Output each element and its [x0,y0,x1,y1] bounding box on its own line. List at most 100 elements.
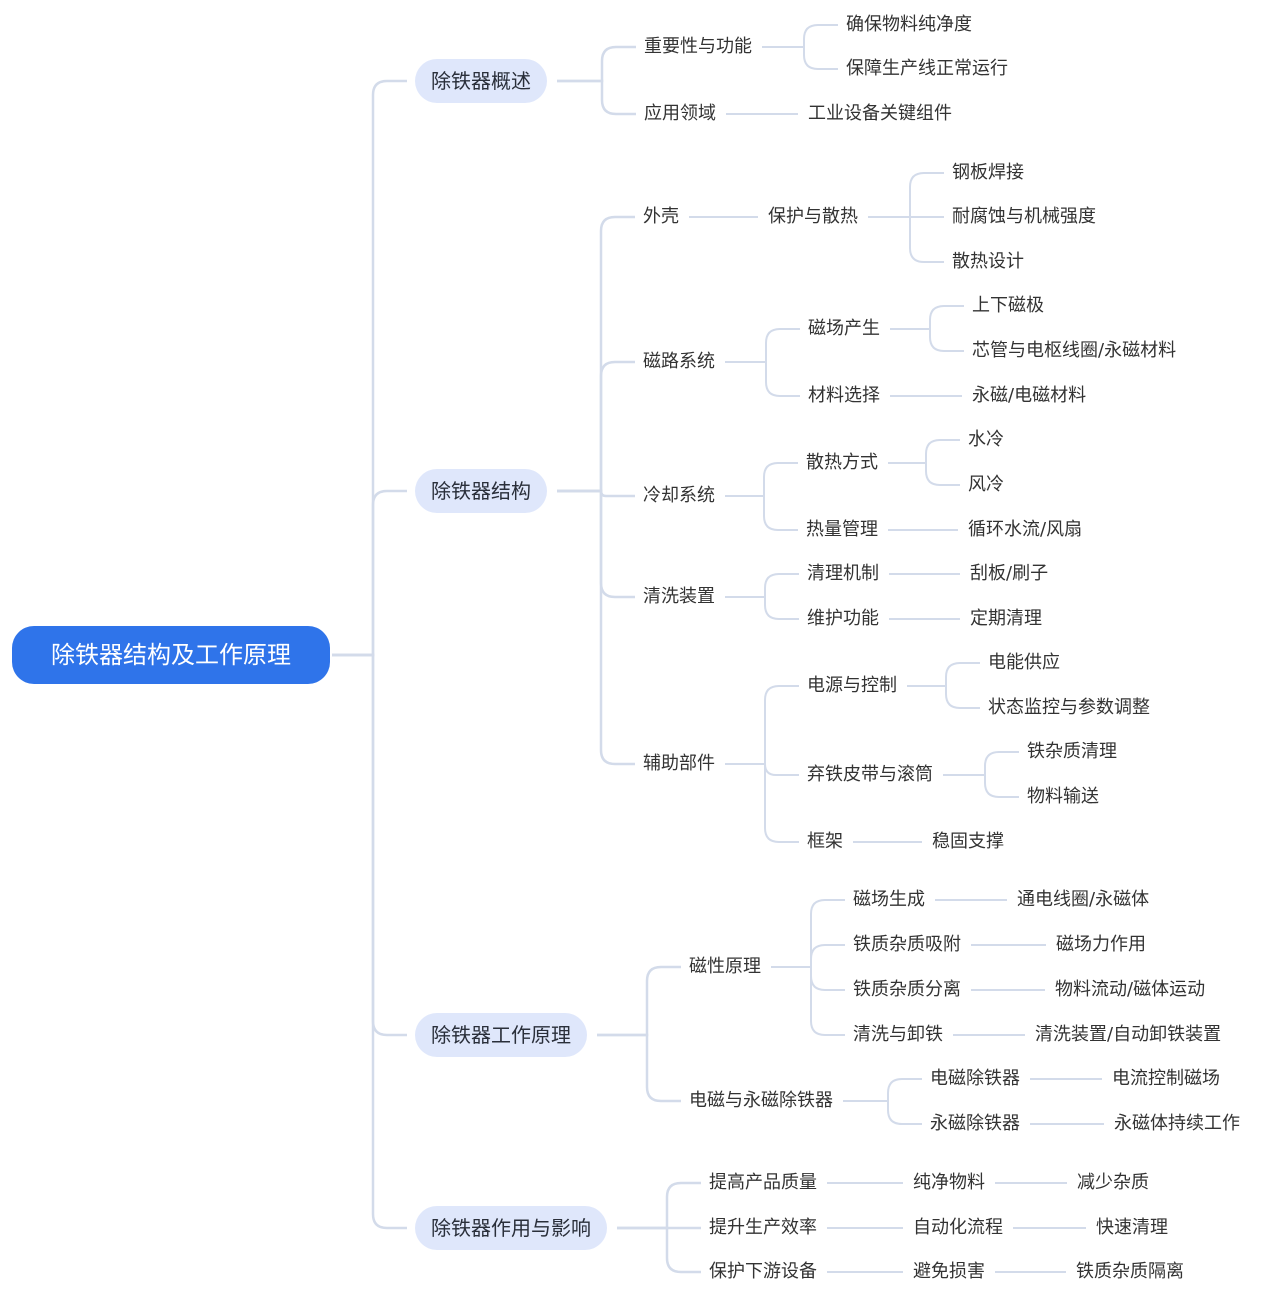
topic-node[interactable]: 清洗装置 [643,586,715,607]
topic-node[interactable]: 避免损害 [913,1261,985,1282]
topic-node[interactable]: 风冷 [968,474,1004,495]
topic-node[interactable]: 物料输送 [1027,786,1099,807]
main-branch-node[interactable]: 除铁器概述 [415,59,547,103]
topic-node[interactable]: 永磁除铁器 [930,1113,1020,1134]
connector [557,360,635,493]
topic-node[interactable]: 电流控制磁场 [1112,1068,1220,1089]
topic-node[interactable]: 重要性与功能 [644,36,752,57]
topic-node[interactable]: 减少杂质 [1077,1172,1149,1193]
connector [597,1033,681,1103]
connector [868,216,944,263]
topic-node[interactable]: 磁场力作用 [1056,934,1146,955]
topic-node[interactable]: 提高产品质量 [709,1172,817,1193]
topic-node[interactable]: 框架 [807,831,843,852]
topic-node[interactable]: 电磁除铁器 [930,1068,1020,1089]
connector [557,45,636,83]
topic-node[interactable]: 磁场产生 [808,318,880,339]
topic-node[interactable]: 清理机制 [807,563,879,584]
topic-node[interactable]: 弃铁皮带与滚筒 [807,764,933,785]
connector [771,966,845,1036]
connector [943,774,1019,798]
connector [332,653,407,1230]
connector [890,305,964,330]
connector [725,596,799,620]
topic-node[interactable]: 维护功能 [807,608,879,629]
topic-node[interactable]: 物料流动/磁体运动 [1055,979,1206,1000]
connector [762,46,838,70]
topic-node[interactable]: 铁质杂质分离 [853,979,961,1000]
topic-node[interactable]: 钢板焊接 [952,162,1024,183]
connector [557,79,636,116]
topic-node[interactable]: 电磁与永磁除铁器 [689,1090,833,1111]
topic-node[interactable]: 清洗与卸铁 [853,1024,943,1045]
topic-node[interactable]: 材料选择 [808,385,880,406]
main-branch-node[interactable]: 除铁器结构 [415,469,547,513]
connector [771,944,845,968]
connector [943,751,1019,776]
connector [725,685,799,765]
connector [332,489,407,657]
topic-node[interactable]: 热量管理 [806,519,878,540]
connector [725,573,799,598]
connector [868,172,944,218]
topic-node[interactable]: 铁杂质清理 [1027,741,1117,762]
connector [907,662,980,687]
connector [725,328,800,363]
topic-node[interactable]: 刮板/刷子 [970,563,1049,584]
central-topic[interactable]: 除铁器结构及工作原理 [12,626,330,684]
connector [557,489,635,599]
connector [843,1078,922,1102]
topic-node[interactable]: 清洗装置/自动卸铁装置 [1035,1024,1222,1045]
topic-node[interactable]: 定期清理 [970,608,1042,629]
topic-node[interactable]: 稳固支撑 [932,831,1004,852]
topic-node[interactable]: 磁场生成 [853,889,925,910]
topic-node[interactable]: 耐腐蚀与机械强度 [952,206,1096,227]
topic-node[interactable]: 确保物料纯净度 [846,14,972,35]
connector [762,24,838,48]
connector [890,328,964,352]
connector [617,1226,701,1274]
topic-node[interactable]: 保障生产线正常运行 [846,58,1008,79]
topic-node[interactable]: 外壳 [643,206,679,227]
topic-node[interactable]: 磁性原理 [689,956,761,977]
main-branch-node[interactable]: 除铁器工作原理 [415,1013,587,1057]
topic-node[interactable]: 提升生产效率 [709,1217,817,1238]
connector [771,899,845,968]
topic-node[interactable]: 自动化流程 [913,1217,1003,1238]
connector [907,685,980,709]
topic-node[interactable]: 冷却系统 [643,485,715,506]
topic-node[interactable]: 辅助部件 [643,753,715,774]
topic-node[interactable]: 芯管与电枢线圈/永磁材料 [972,340,1177,361]
topic-node[interactable]: 散热方式 [806,452,878,473]
main-branch-node[interactable]: 除铁器作用与影响 [415,1206,607,1250]
topic-node[interactable]: 应用领域 [644,103,716,124]
connector [725,361,800,397]
topic-node[interactable]: 水冷 [968,429,1004,450]
connector [888,462,960,486]
topic-node[interactable]: 上下磁极 [972,295,1044,316]
connector [617,1181,701,1230]
topic-node[interactable]: 电源与控制 [807,675,897,696]
topic-node[interactable]: 铁质杂质隔离 [1076,1261,1184,1282]
topic-node[interactable]: 工业设备关键组件 [808,103,952,124]
topic-node[interactable]: 循环水流/风扇 [968,519,1083,540]
connector [557,489,635,766]
topic-node[interactable]: 快速清理 [1096,1217,1168,1238]
topic-node[interactable]: 通电线圈/永磁体 [1017,889,1150,910]
topic-node[interactable]: 永磁体持续工作 [1114,1113,1240,1134]
topic-node[interactable]: 保护下游设备 [709,1261,817,1282]
topic-node[interactable]: 铁质杂质吸附 [853,934,961,955]
connector [557,215,635,493]
connector [843,1100,922,1125]
topic-node[interactable]: 保护与散热 [768,206,858,227]
topic-node[interactable]: 永磁/电磁材料 [972,385,1087,406]
connector [332,79,407,657]
topic-node[interactable]: 电能供应 [988,652,1060,673]
connector [332,653,407,1037]
topic-node[interactable]: 状态监控与参数调整 [988,697,1150,718]
topic-node[interactable]: 磁路系统 [643,351,715,372]
topic-node[interactable]: 散热设计 [952,251,1024,272]
topic-node[interactable]: 纯净物料 [913,1172,985,1193]
connector [725,462,798,497]
